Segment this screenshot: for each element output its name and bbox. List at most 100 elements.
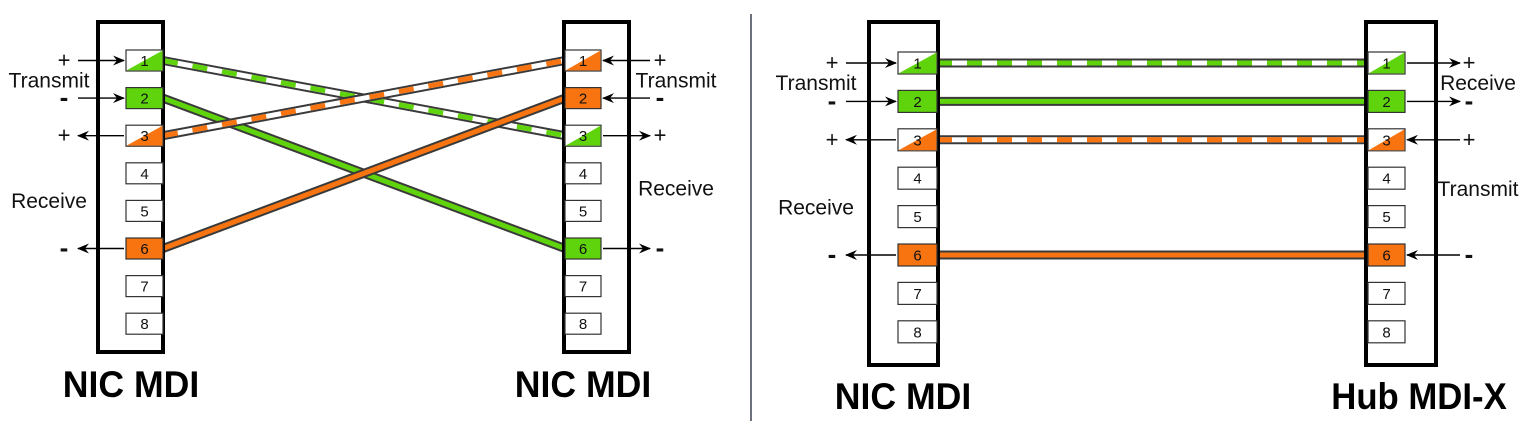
pin-box [564,86,602,110]
pin-box [897,166,938,190]
signal-arrow-pin-6: - [603,233,664,263]
wire-orange-white-3-to-1 [162,56,566,141]
pin-8: 8 [1367,320,1406,344]
pin-number: 6 [579,241,587,258]
device-housing [1364,20,1438,367]
pin-box [564,312,602,335]
signal-arrow-pin-3: + [603,123,666,148]
group-label-bottom: Receive [11,190,87,213]
signal-arrow-pin-1: + [602,48,666,73]
polarity-sign: - [656,233,665,263]
pin-5: 5 [564,199,602,222]
signal-arrow-pin-2: - [60,82,125,112]
polarity-sign: - [1465,239,1474,269]
pin-2: 2 [125,86,164,110]
pin-number: 1 [140,53,148,70]
pin-box [125,162,164,185]
polarity-sign: + [58,48,71,73]
pin-box [125,199,164,222]
pin-number: 4 [913,171,921,188]
pin-half-fill [1368,129,1405,151]
group-label-bottom: Transmit [1438,178,1519,201]
pin-half-fill [1368,52,1405,74]
pin-number: 6 [140,241,148,258]
pin-box [897,205,938,229]
pin-box [1367,89,1406,114]
polarity-sign: - [828,85,837,115]
pin-box [897,320,938,344]
pin-number: 7 [140,279,148,296]
pin-7: 7 [897,281,938,305]
pin-number: 7 [1382,286,1390,303]
polarity-sign: - [60,233,69,263]
pin-number: 7 [579,279,587,296]
pin-2: 2 [1367,89,1406,114]
pin-number: 7 [913,286,921,303]
group-label-top: Receive [1440,72,1516,95]
pin-number: 1 [913,56,921,73]
wire-core [162,95,566,251]
pin-box [1367,281,1406,305]
pin-3: 3 [125,124,164,147]
group-label-bottom: Receive [778,197,854,220]
pin-number: 3 [140,128,148,145]
pin-half-fill [565,50,601,71]
signal-arrow-pin-1: + [58,48,125,73]
pin-3: 3 [897,128,938,152]
pin-box [897,89,938,114]
pin-5: 5 [125,199,164,222]
pin-3: 3 [1367,128,1406,152]
pin-half-fill [898,129,937,151]
pin-number: 8 [579,316,587,333]
device-title: Hub MDI-X [1331,376,1507,417]
pin-number: 2 [913,94,921,111]
pin-box [564,162,602,185]
pin-half-fill [565,125,601,146]
pin-box [125,237,164,260]
pin-box [125,86,164,110]
pin-6: 6 [564,237,602,260]
wire-orange-6-to-2 [161,93,567,253]
pin-number: 8 [140,316,148,333]
pin-8: 8 [897,320,938,344]
wire-stripe [162,58,566,139]
pin-4: 4 [125,162,164,185]
device-title: NIC MDI [63,364,200,405]
pin-4: 4 [897,166,938,190]
pin-box [125,312,164,335]
signal-arrow-pin-3: + [1406,127,1476,152]
signal-arrow-pin-1: + [1407,50,1475,75]
pin-number: 1 [1382,56,1390,73]
pin-number: 2 [140,91,148,108]
pin-box [125,275,164,298]
pin-number: 5 [579,203,587,220]
signal-arrow-pin-2: - [828,85,897,115]
pin-1: 1 [897,51,938,75]
pin-7: 7 [1367,281,1406,305]
pin-5: 5 [1367,205,1406,229]
polarity-sign: + [1463,127,1476,152]
pin-6: 6 [1367,243,1406,267]
signal-arrow-pin-3: + [58,123,124,148]
polarity-sign: - [656,82,665,112]
pin-number: 5 [1382,209,1390,226]
pin-box [1367,166,1406,190]
pin-4: 4 [1367,166,1406,190]
pin-number: 4 [1382,171,1390,188]
device-title: NIC MDI [515,364,652,405]
pin-number: 3 [913,132,921,149]
polarity-sign: - [1465,85,1474,115]
pin-half-fill [126,125,163,146]
pin-number: 2 [1382,94,1390,111]
signal-arrow-pin-1: + [826,50,897,75]
pin-3: 3 [564,124,602,147]
pin-number: 8 [1382,324,1390,341]
pin-5: 5 [897,205,938,229]
pin-box [564,237,602,260]
polarity-sign: + [58,123,71,148]
device-title: NIC MDI [835,376,972,417]
